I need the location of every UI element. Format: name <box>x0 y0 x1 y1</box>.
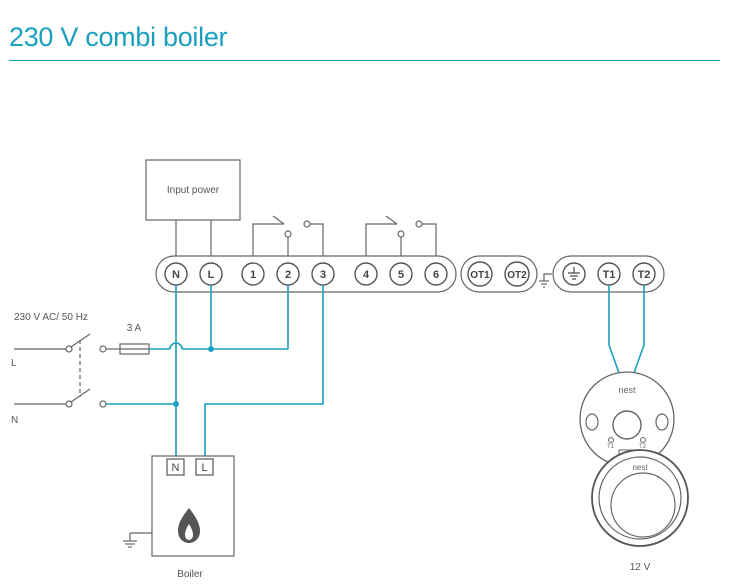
svg-text:N: N <box>172 269 180 281</box>
voltage-label: 12 V <box>630 562 651 573</box>
terminal-ot2: OT2 <box>504 261 530 287</box>
terminal-3: 3 <box>311 262 335 286</box>
boiler-earth-symbol <box>123 532 152 548</box>
terminal-5: 5 <box>389 262 413 286</box>
terminal-2: 2 <box>276 262 300 286</box>
wire-live <box>149 285 289 352</box>
terminal-6: 6 <box>424 262 448 286</box>
terminal-t1: T1 <box>597 262 621 286</box>
terminal-1: 1 <box>241 262 265 286</box>
svg-text:3: 3 <box>320 269 326 281</box>
svg-text:T2: T2 <box>639 444 647 450</box>
neutral-label: N <box>11 415 18 426</box>
svg-text:T2: T2 <box>638 269 651 281</box>
boiler-terminal-l: L <box>195 458 214 476</box>
boiler-terminal-n: N <box>166 458 185 476</box>
svg-text:L: L <box>208 269 215 281</box>
live-label: L <box>11 358 17 369</box>
svg-text:4: 4 <box>363 269 370 281</box>
terminal-4: 4 <box>354 262 378 286</box>
isolator-switch-neutral <box>14 388 107 408</box>
relay-switch-1 <box>252 215 324 258</box>
terminal-l: L <box>199 262 223 286</box>
fuse-label: 3 A <box>127 323 142 334</box>
boiler-label: Boiler <box>177 569 203 580</box>
svg-text:6: 6 <box>433 269 439 281</box>
isolator-switch-live <box>14 333 120 353</box>
svg-text:N: N <box>172 462 180 474</box>
supply-label: 230 V AC/ 50 Hz <box>14 312 88 323</box>
terminal-n: N <box>164 262 188 286</box>
flame-icon <box>178 508 200 543</box>
wire-neutral <box>106 285 179 459</box>
title-rule <box>9 60 720 61</box>
svg-text:T1: T1 <box>607 444 615 450</box>
svg-text:1: 1 <box>250 269 256 281</box>
input-power-label: Input power <box>167 185 220 196</box>
svg-text:nest: nest <box>632 463 648 472</box>
svg-text:nest: nest <box>618 385 636 395</box>
svg-text:L: L <box>201 462 207 474</box>
terminal-block-main <box>155 255 457 293</box>
wire-switched-live <box>204 285 324 459</box>
svg-text:5: 5 <box>398 269 404 281</box>
svg-text:OT1: OT1 <box>470 270 490 281</box>
terminal-t2: T2 <box>632 262 656 286</box>
nest-thermostat: nest <box>591 449 689 547</box>
svg-text:T1: T1 <box>603 269 616 281</box>
svg-text:OT2: OT2 <box>507 270 527 281</box>
terminal-ot1: OT1 <box>467 261 493 287</box>
earth-symbol-small <box>539 273 552 288</box>
svg-text:2: 2 <box>285 269 291 281</box>
input-power-box <box>145 159 241 221</box>
relay-switch-2 <box>365 215 437 258</box>
terminal-earth <box>562 262 586 286</box>
page-title: 230 V combi boiler <box>9 22 228 52</box>
